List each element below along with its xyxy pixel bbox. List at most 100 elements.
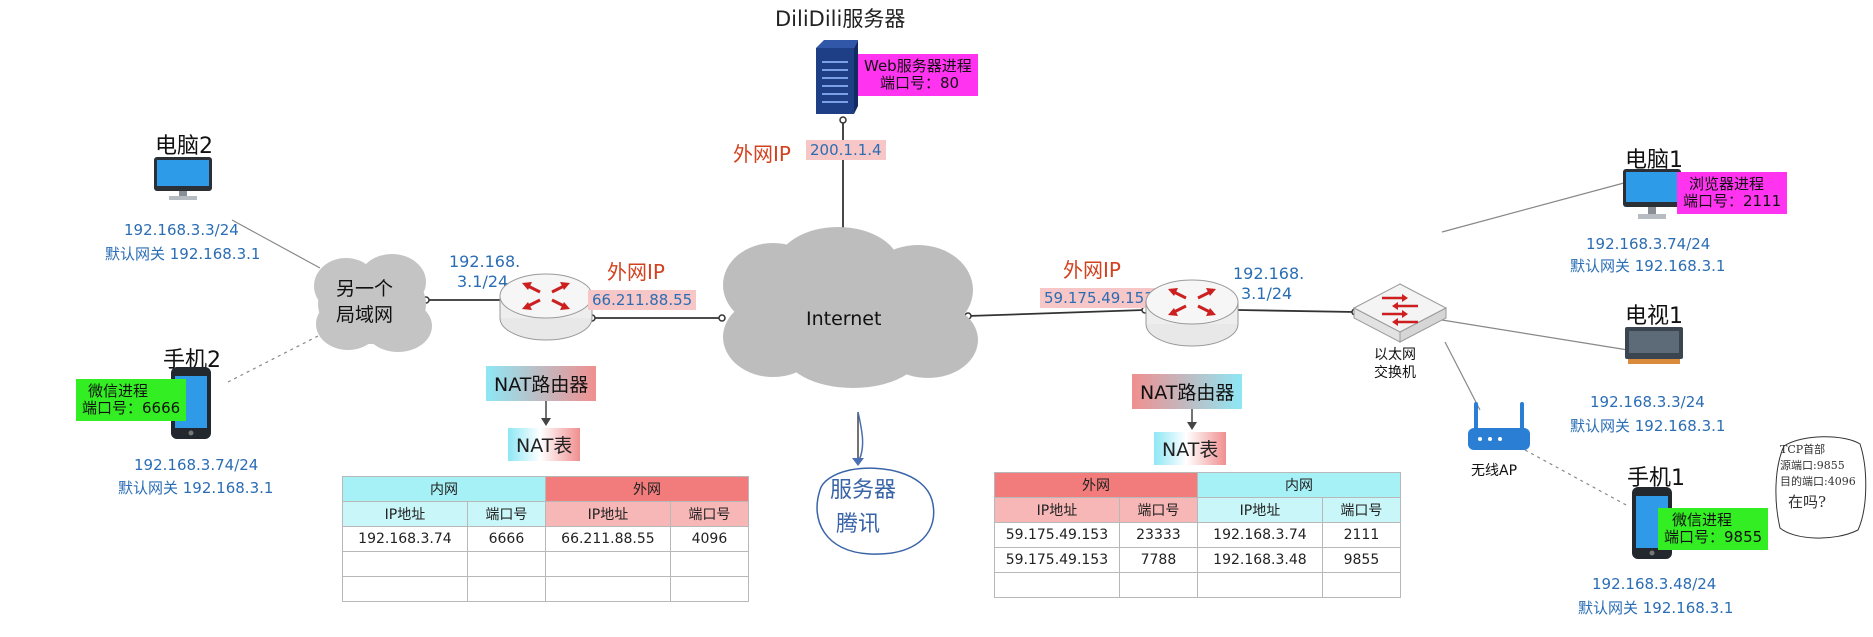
table-cell xyxy=(1321,572,1402,598)
left-router-lan-ip: 192.168. 3.1/24 xyxy=(449,252,520,292)
nat-right-group-header: 内网 xyxy=(1197,472,1401,498)
phone2-process-label: 微信进程 xyxy=(88,382,149,400)
tv-icon xyxy=(1625,327,1683,364)
pc1-ip: 192.168.3.74/24 xyxy=(1586,235,1711,253)
table-cell xyxy=(545,551,671,577)
phone2-ip: 192.168.3.74/24 xyxy=(134,456,259,474)
nat-left-group-header: 内网 xyxy=(342,476,546,502)
handwritten-bubble xyxy=(1775,436,1867,539)
server-icon xyxy=(816,40,858,114)
server-wan-ip: 200.1.1.4 xyxy=(806,140,886,160)
table-row xyxy=(342,576,750,602)
table-cell: 59.175.49.153 xyxy=(994,522,1120,548)
table-cell xyxy=(466,551,547,577)
switch-label: 以太网 交换机 xyxy=(1374,346,1416,382)
nat-right-group-header: 外网 xyxy=(994,472,1198,498)
pc1-process-label: 浏览器进程 xyxy=(1689,175,1765,193)
nat-table-right: 外网 内网 IP地址 端口号 IP地址 端口号 59.175.49.153 23… xyxy=(994,472,1402,598)
table-cell xyxy=(1197,572,1323,598)
table-cell: 192.168.3.74 xyxy=(1197,522,1323,548)
pc2-gateway: 默认网关 192.168.3.1 xyxy=(105,245,261,263)
handwritten-tcp-note-1: TCP首部 xyxy=(1780,443,1826,456)
pc2-title: 电脑2 xyxy=(155,134,213,159)
nat-left-group-header: 外网 xyxy=(545,476,749,502)
computer-icon xyxy=(1623,169,1681,219)
switch-label-1: 以太网 xyxy=(1374,347,1416,363)
table-row: 59.175.49.153 7788 192.168.3.48 9855 xyxy=(994,547,1402,573)
right-router-lan-ip-1: 192.168. xyxy=(1233,264,1305,283)
table-cell: 7788 xyxy=(1118,547,1199,573)
nat-left-col-header: IP地址 xyxy=(545,501,671,527)
internet-label: Internet xyxy=(806,308,882,330)
phone1-ip: 192.168.3.48/24 xyxy=(1592,575,1717,593)
lan-cloud-label-1: 另一个 xyxy=(336,278,394,300)
server-port-label: 端口号：80 xyxy=(880,74,960,92)
table-cell: 192.168.3.74 xyxy=(342,526,468,552)
right-nat-router-label: NAT路由器 xyxy=(1132,374,1243,409)
nat-right-col-header: 端口号 xyxy=(1321,497,1402,523)
router-icon xyxy=(499,273,593,341)
handwritten-server-note-2: 腾讯 xyxy=(836,512,881,537)
tv1-title: 电视1 xyxy=(1625,304,1683,329)
right-router-lan-ip-2: 3.1/24 xyxy=(1241,284,1293,303)
table-cell: 2111 xyxy=(1321,522,1402,548)
tv1-gateway: 默认网关 192.168.3.1 xyxy=(1570,417,1726,435)
table-cell: 192.168.3.48 xyxy=(1197,547,1323,573)
right-router-wan-ip: 59.175.49.153 xyxy=(1040,288,1158,308)
nat-left-col-header: IP地址 xyxy=(342,501,468,527)
table-row: 192.168.3.74 6666 66.211.88.55 4096 xyxy=(342,526,750,552)
internet-cloud xyxy=(723,227,978,388)
handwritten-tcp-note-3: 目的端口:4096 xyxy=(1780,475,1856,488)
lan-cloud-label-2: 局域网 xyxy=(336,304,394,326)
nat-left-col-header: 端口号 xyxy=(466,501,547,527)
server-process-label: Web服务器进程 xyxy=(864,57,972,75)
table-cell: 59.175.49.153 xyxy=(994,547,1120,573)
nat-left-col-header: 端口号 xyxy=(669,501,750,527)
handwritten-tcp-note: TCP首部 源端口:9855 目的端口:4096 在吗? xyxy=(1780,442,1856,514)
wireless-ap-label: 无线AP xyxy=(1471,463,1518,479)
right-router-lan-ip: 192.168. 3.1/24 xyxy=(1233,264,1304,304)
table-cell xyxy=(342,576,468,602)
lan-cloud xyxy=(314,254,432,352)
nat-right-col-header: IP地址 xyxy=(1197,497,1323,523)
right-router-wan-label: 外网IP xyxy=(1063,258,1121,282)
left-nat-router-label: NAT路由器 xyxy=(486,366,597,401)
table-row xyxy=(342,551,750,577)
computer-icon xyxy=(154,157,212,200)
nat-right-col-header: IP地址 xyxy=(994,497,1120,523)
handwritten-server-note: 服务器 腾讯 xyxy=(830,474,896,542)
table-cell: 6666 xyxy=(466,526,547,552)
phone1-title: 手机1 xyxy=(1627,466,1685,491)
server-wan-label: 外网IP xyxy=(733,142,791,166)
left-router-lan-ip-1: 192.168. xyxy=(449,252,521,271)
phone2-gateway: 默认网关 192.168.3.1 xyxy=(118,479,274,497)
left-router-wan-ip: 66.211.88.55 xyxy=(588,290,697,310)
table-cell: 4096 xyxy=(669,526,750,552)
pc2-ip: 192.168.3.3/24 xyxy=(124,221,239,239)
handwritten-server-note-1: 服务器 xyxy=(830,478,897,503)
phone1-gateway: 默认网关 192.168.3.1 xyxy=(1578,599,1734,617)
switch-icon xyxy=(1352,283,1448,343)
handwritten-tcp-note-4: 在吗? xyxy=(1788,493,1827,511)
table-cell xyxy=(342,551,468,577)
table-cell: 66.211.88.55 xyxy=(545,526,671,552)
table-cell: 23333 xyxy=(1118,522,1199,548)
phone1-process-label: 微信进程 xyxy=(1672,511,1733,529)
server-process-badge: Web服务器进程 端口号：80 xyxy=(858,54,978,96)
phone1-process-badge: 微信进程 端口号：9855 xyxy=(1658,508,1769,550)
nat-right-col-header: 端口号 xyxy=(1118,497,1199,523)
left-router-lan-ip-2: 3.1/24 xyxy=(457,272,509,291)
router-icon xyxy=(1145,279,1239,347)
table-cell xyxy=(669,551,750,577)
table-row: 59.175.49.153 23333 192.168.3.74 2111 xyxy=(994,522,1402,548)
nat-table-left: 内网 外网 IP地址 端口号 IP地址 端口号 192.168.3.74 666… xyxy=(342,476,750,602)
lan-cloud-label: 另一个 局域网 xyxy=(336,276,393,328)
left-router-wan-label: 外网IP xyxy=(607,260,665,284)
right-nat-table-label: NAT表 xyxy=(1154,432,1227,465)
pc1-port-label: 端口号：2111 xyxy=(1683,192,1782,210)
table-cell xyxy=(994,572,1120,598)
switch-label-2: 交换机 xyxy=(1374,365,1416,381)
pc1-process-badge: 浏览器进程 端口号：2111 xyxy=(1677,172,1788,214)
left-nat-table-label: NAT表 xyxy=(508,428,581,461)
